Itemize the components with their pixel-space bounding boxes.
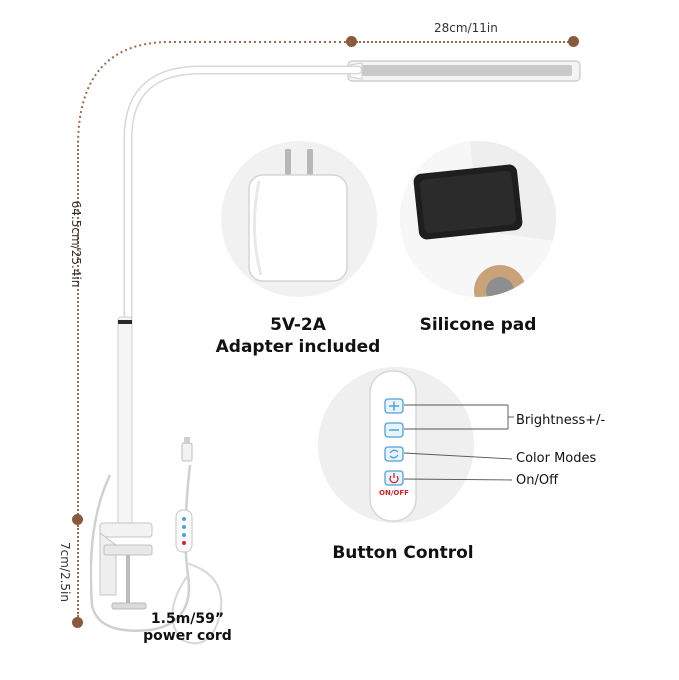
color-modes-label: Color Modes bbox=[516, 451, 597, 466]
silicone-pad-icon bbox=[400, 141, 556, 297]
clamp-body bbox=[99, 532, 117, 596]
desk-lamp-illustration bbox=[90, 60, 581, 645]
cord-length: 1.5m/59” bbox=[150, 611, 225, 627]
power-cord-label: 1.5m/59” power cord bbox=[130, 611, 245, 645]
button-control-caption: Button Control bbox=[332, 543, 474, 563]
adapter-circle bbox=[221, 141, 377, 297]
onoff-text: ON/OFF bbox=[379, 489, 409, 497]
width-start-dot bbox=[346, 36, 357, 47]
pad-caption: Silicone pad bbox=[419, 315, 537, 335]
height-curve bbox=[77, 41, 351, 147]
width-label: 28cm/11in bbox=[434, 21, 498, 35]
control-circle: ON/OFF bbox=[318, 367, 474, 523]
onoff-label: On/Off bbox=[516, 473, 559, 488]
brightness-label: Brightness+/- bbox=[516, 413, 606, 428]
height-label: 64.5cm/25.4in bbox=[69, 200, 83, 288]
pad-circle bbox=[400, 141, 556, 297]
clamp-label: 7cm/2.5in bbox=[58, 542, 72, 602]
clamp-end-dot bbox=[72, 617, 83, 628]
clamp-dotted-line bbox=[77, 525, 79, 617]
lamp-pole bbox=[117, 316, 133, 528]
adapter-caption: 5V-2A Adapter included bbox=[210, 314, 386, 358]
width-dotted-line bbox=[356, 41, 572, 43]
height-end-dot bbox=[72, 514, 83, 525]
remote-control-illustration bbox=[318, 367, 474, 523]
height-dotted-line bbox=[77, 145, 79, 515]
inline-switch bbox=[175, 509, 193, 553]
width-end-dot bbox=[568, 36, 579, 47]
cord-text: power cord bbox=[143, 628, 232, 644]
adapter-included-text: Adapter included bbox=[215, 337, 381, 357]
control-leader-lines bbox=[403, 404, 514, 481]
adapter-spec: 5V-2A bbox=[270, 315, 326, 335]
usb-plug bbox=[181, 442, 193, 462]
power-adapter-icon bbox=[248, 149, 348, 282]
clamp-top bbox=[99, 522, 153, 538]
